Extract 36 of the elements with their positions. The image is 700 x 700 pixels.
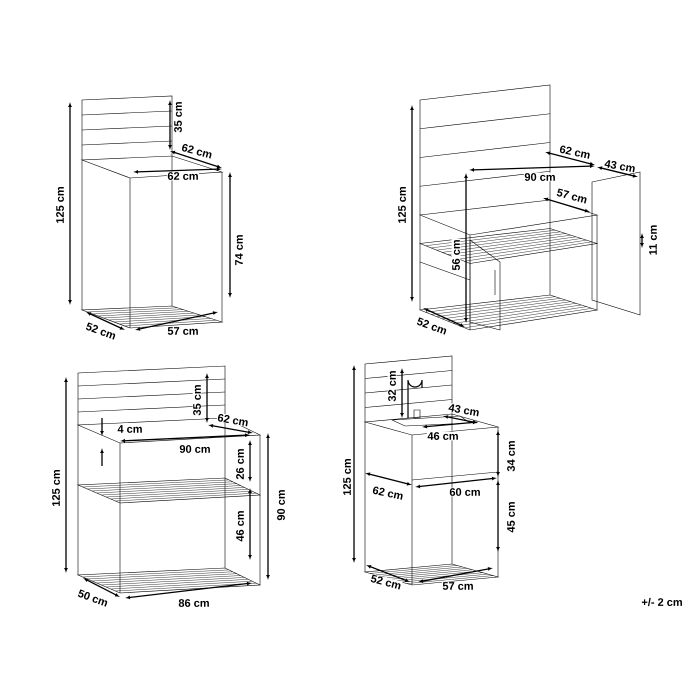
- dimension-label: 26 cm: [236, 448, 244, 480]
- dimension-label: 46 cm: [236, 510, 244, 542]
- dimension-label: 125 cm: [56, 186, 64, 224]
- dimension-label: 62 cm: [558, 144, 592, 160]
- dimension-label: 62 cm: [180, 142, 214, 160]
- dimension-label: 62 cm: [216, 412, 250, 428]
- dimension-label: 125 cm: [342, 458, 352, 496]
- dimension-label: 56 cm: [452, 238, 460, 272]
- dimension-label: 52 cm: [84, 321, 118, 341]
- dimension-label: 45 cm: [506, 500, 516, 534]
- dimension-label: 32 cm: [388, 370, 396, 402]
- dimension-label: 125 cm: [398, 186, 406, 224]
- dimension-label: 86 cm: [178, 598, 210, 608]
- dimension-label: 62 cm: [371, 485, 405, 501]
- dimension-label: 74 cm: [234, 234, 244, 266]
- dimension-label: 35 cm: [174, 100, 182, 134]
- dimension-label: 90 cm: [178, 444, 212, 454]
- dimension-label: 60 cm: [448, 488, 482, 496]
- dimension-label: 50 cm: [76, 588, 110, 608]
- dimension-label: 11 cm: [648, 224, 658, 256]
- dimension-label: 52 cm: [369, 574, 403, 590]
- dimension-label: 90 cm: [524, 172, 556, 182]
- dimension-label: 46 cm: [426, 432, 460, 440]
- dimension-label: 43 cm: [447, 402, 481, 418]
- dimension-label: 4 cm: [116, 424, 144, 434]
- dimension-label: +/- 2 cm: [640, 597, 684, 607]
- dimension-label: 125 cm: [52, 468, 60, 508]
- dimension-label: 57 cm: [166, 326, 200, 336]
- dimension-label: 34 cm: [506, 440, 516, 472]
- dimension-label: 57 cm: [555, 188, 589, 204]
- dimension-label: 57 cm: [442, 582, 474, 590]
- dimension-label: 43 cm: [603, 158, 637, 174]
- dimension-label: 90 cm: [276, 488, 286, 522]
- dimension-label: 35 cm: [192, 384, 202, 416]
- dimension-label: 62 cm: [166, 172, 200, 180]
- dimension-label: 52 cm: [415, 316, 449, 336]
